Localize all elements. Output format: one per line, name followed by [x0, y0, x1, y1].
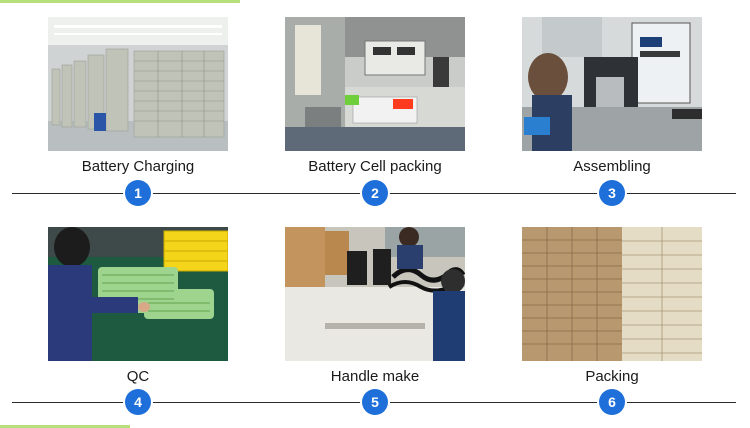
- step-card-packing: Packing: [522, 227, 702, 386]
- step-caption: Handle make: [330, 368, 420, 385]
- step-card-handle-make: Handle make: [285, 227, 465, 386]
- step-number-badge: 4: [125, 389, 151, 415]
- battery-cell-packing-photo: [285, 17, 465, 151]
- step-card-qc: QC: [48, 227, 228, 386]
- bottom-accent-bar: [0, 425, 130, 428]
- step-caption: Battery Charging: [81, 158, 195, 175]
- step-number-badge: 6: [599, 389, 625, 415]
- step-caption: QC: [126, 368, 150, 385]
- handle-make-photo: [285, 227, 465, 361]
- step-number-badge: 5: [362, 389, 388, 415]
- step-number-badge: 3: [599, 180, 625, 206]
- step-card-assembling: Assembling: [522, 17, 702, 176]
- assembling-photo: [522, 17, 702, 151]
- packing-photo: [522, 227, 702, 361]
- step-caption: Packing: [585, 368, 639, 385]
- step-card-battery-charging: Battery Charging: [48, 17, 228, 176]
- step-caption: Assembling: [573, 158, 651, 175]
- step-number-badge: 1: [125, 180, 151, 206]
- battery-charging-photo: [48, 17, 228, 151]
- step-number-badge: 2: [362, 180, 388, 206]
- step-card-battery-cell-packing: Battery Cell packing: [285, 17, 465, 176]
- step-caption: Battery Cell packing: [308, 158, 442, 175]
- qc-photo: [48, 227, 228, 361]
- top-accent-bar: [0, 0, 240, 3]
